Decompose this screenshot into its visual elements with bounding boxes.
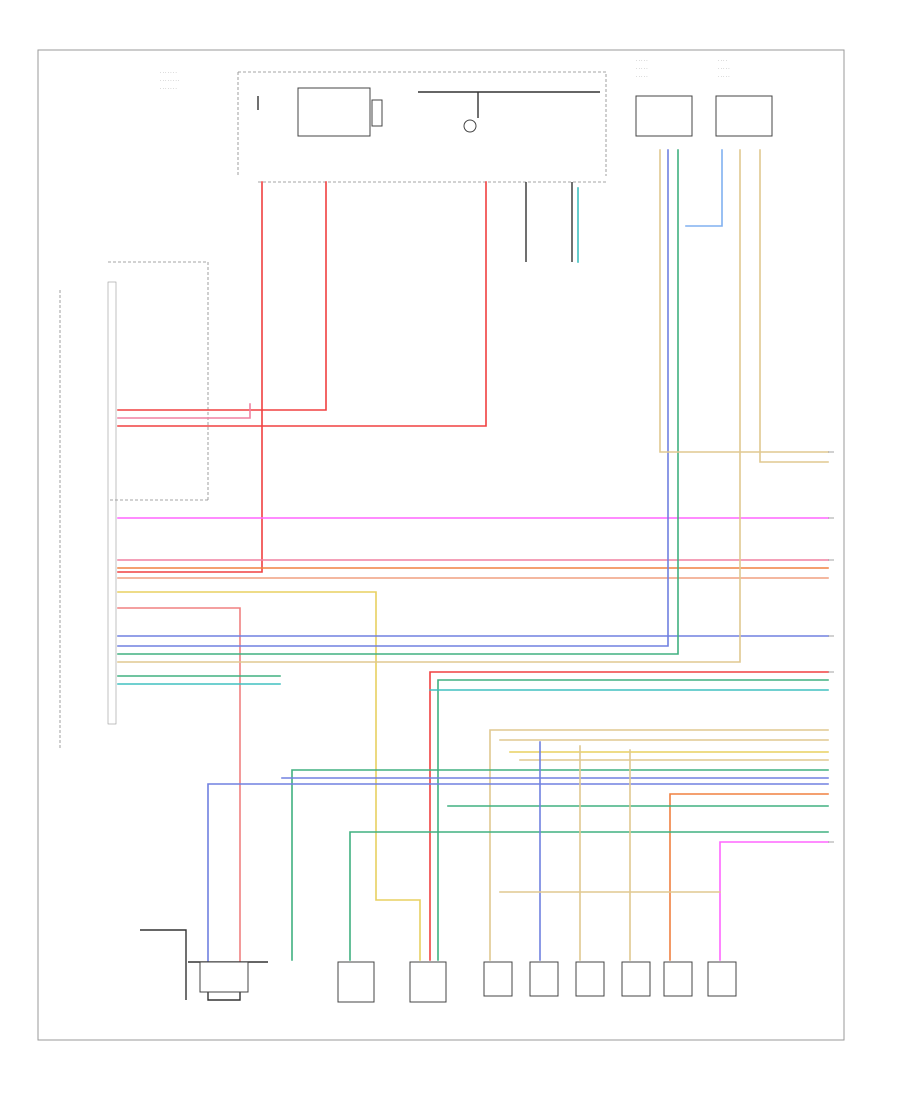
svg-text:· · · ·: · · · · xyxy=(718,58,727,63)
bottom-components xyxy=(188,961,737,1003)
injector-5 xyxy=(663,961,693,997)
wire-tan-3 xyxy=(759,149,829,463)
relay xyxy=(297,87,371,137)
injector-1 xyxy=(483,961,513,997)
svg-text:· · · · ·: · · · · · xyxy=(636,66,648,71)
wire-red-1 xyxy=(117,181,263,573)
wire-red-3 xyxy=(117,181,487,427)
wire-pink-3 xyxy=(117,607,241,963)
injector-6 xyxy=(707,961,737,997)
injector-3 xyxy=(575,961,605,997)
injector-2 xyxy=(529,961,559,997)
svg-text:· · · · · · · ·: · · · · · · · · xyxy=(160,78,179,83)
svg-text:· · · · ·: · · · · · xyxy=(636,74,648,79)
injector-4 xyxy=(621,961,651,997)
fuse-block: · · · · · · · · · · · · · · · · · · · · … xyxy=(160,70,607,183)
wire-lightblue xyxy=(685,149,723,227)
cam-sensor xyxy=(409,961,447,1003)
svg-text:· · · · ·: · · · · · xyxy=(636,58,648,63)
wire-yellow xyxy=(117,591,421,961)
svg-text:· · · · · · ·: · · · · · · · xyxy=(160,70,177,75)
wire-tan-2 xyxy=(659,149,829,453)
svg-text:· · · · ·: · · · · · xyxy=(718,74,730,79)
upstream-o2-sensor: · · · · · · · · · · · · · · · xyxy=(635,58,693,137)
wire-red-2 xyxy=(117,181,327,411)
ecm-block xyxy=(59,261,209,748)
wire-pink-1 xyxy=(117,403,251,419)
svg-text:· · · · · · ·: · · · · · · · xyxy=(160,86,177,91)
wires xyxy=(117,149,829,1000)
right-edge-markers xyxy=(828,451,834,843)
wire-tan-1 xyxy=(117,149,741,663)
wire-blue-2 xyxy=(117,149,669,647)
diagram-frame xyxy=(37,49,845,1041)
crank-sensor xyxy=(337,961,375,1003)
throttle-body xyxy=(188,961,268,1001)
svg-text:· · · · ·: · · · · · xyxy=(718,66,730,71)
wire-green-1 xyxy=(117,149,679,655)
downstream-o2-sensor: · · · · · · · · · · · · · · xyxy=(715,58,773,137)
